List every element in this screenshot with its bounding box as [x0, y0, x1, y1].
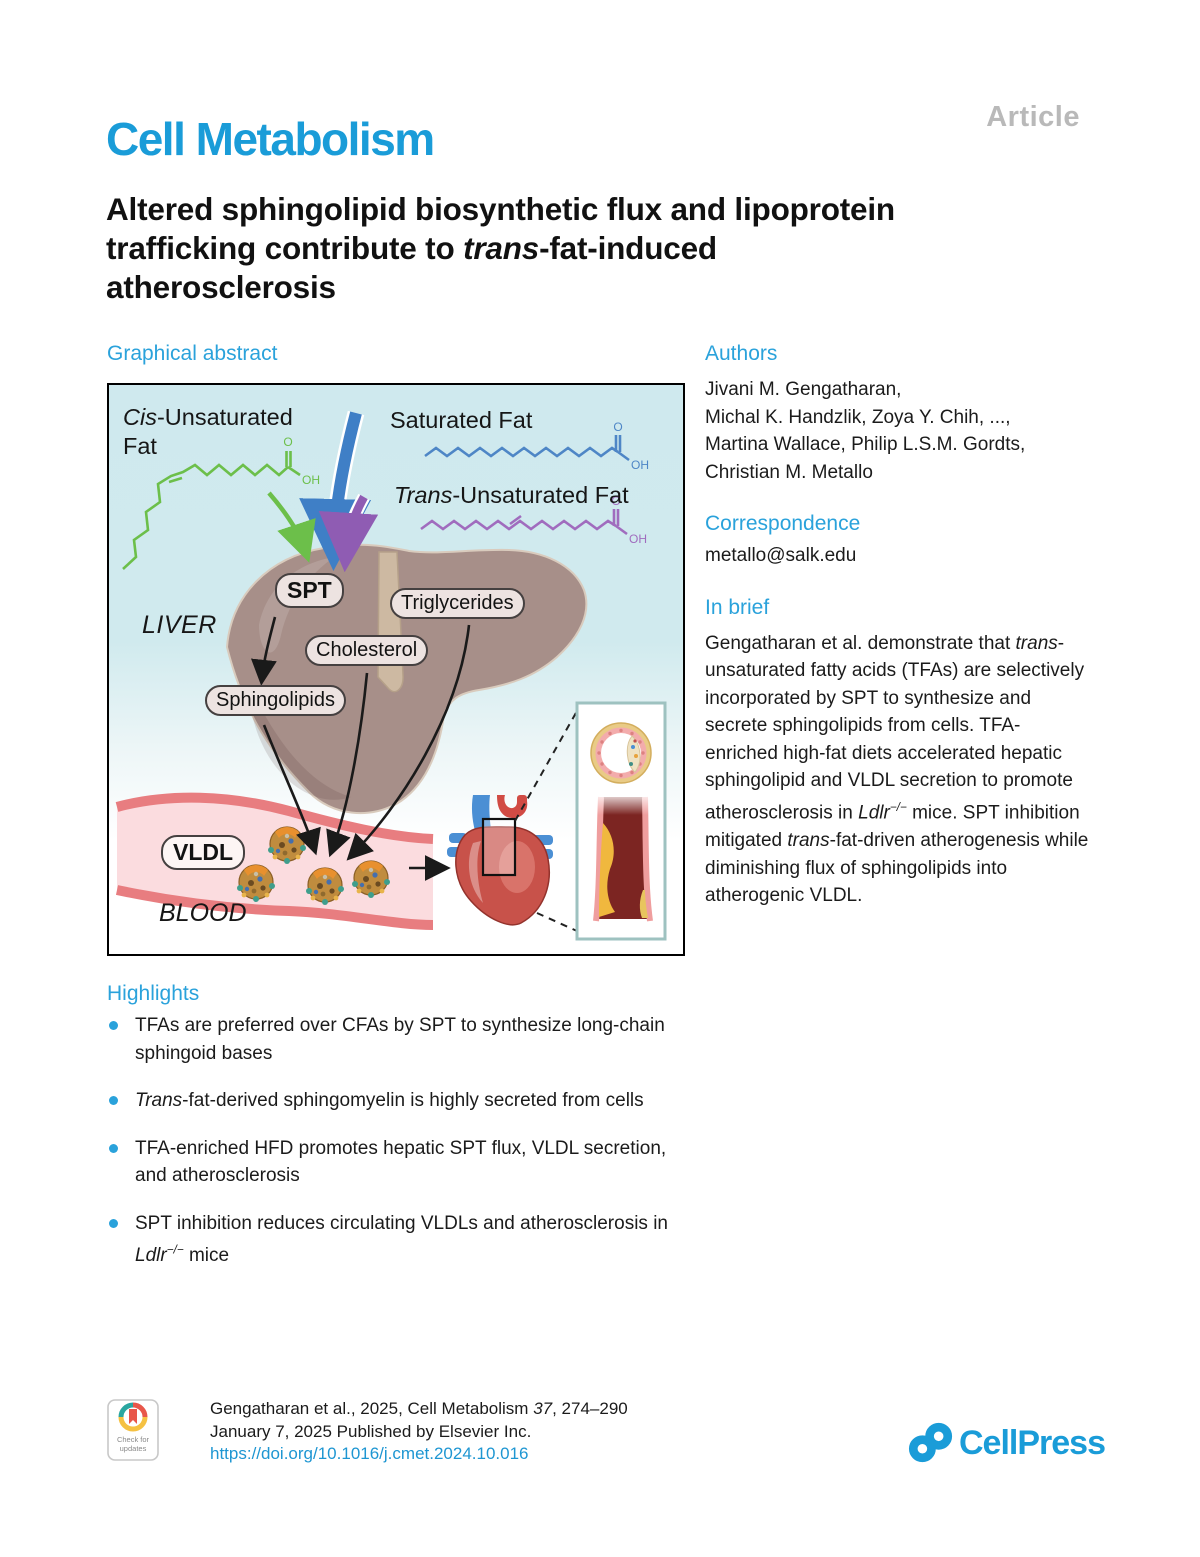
blood-vessel-illustration	[115, 792, 434, 930]
check-for-updates-badge[interactable]: Check for updates	[107, 1399, 159, 1466]
graphical-abstract-figure: O OH O OH O OH	[107, 383, 685, 956]
graphical-abstract-heading: Graphical abstract	[107, 342, 278, 365]
article-type-label: Article	[986, 101, 1080, 133]
inset-connector-lines	[514, 710, 578, 932]
highlight-text: Trans-fat-derived sphingomyelin is highl…	[135, 1090, 644, 1111]
carbonyl-o-label: O	[613, 420, 622, 434]
vldl-pill: VLDL	[161, 835, 246, 870]
journal-logo: Cell Metabolism	[106, 113, 435, 165]
blood-label: BLOOD	[159, 899, 247, 927]
highlight-text: TFAs are preferred over CFAs by SPT to s…	[135, 1015, 665, 1064]
highlights-heading: Highlights	[107, 982, 200, 1005]
liver-label: LIVER	[142, 611, 217, 639]
cellpress-logo: CellPress	[908, 1420, 1106, 1466]
bookmark-icon	[129, 1409, 137, 1424]
heart-zoom-rect	[481, 817, 517, 877]
citation-block: Gengatharan et al., 2025, Cell Metabolis…	[210, 1398, 628, 1466]
trans-fat-label: Trans-Unsaturated Fat	[394, 482, 629, 508]
highlight-item: TFA-enriched HFD promotes hepatic SPT fl…	[107, 1135, 685, 1190]
correspondence-email: metallo@salk.edu	[705, 545, 857, 566]
carbonyl-o-label: O	[611, 494, 620, 508]
hydroxyl-label: OH	[629, 532, 647, 546]
citation-line1: Gengatharan et al., 2025, Cell Metabolis…	[210, 1399, 628, 1418]
author-line: Michal K. Handzlik, Zoya Y. Chih, ...,	[705, 406, 1011, 428]
bullet-icon	[109, 1218, 118, 1228]
vessel-longitudinal-icon	[592, 791, 653, 922]
spt-to-sphingolipids-arrow	[250, 616, 277, 686]
cholesterol-pill: Cholesterol	[305, 635, 429, 666]
highlight-text: SPT inhibition reduces circulating VLDLs…	[135, 1212, 668, 1267]
highlight-item: Trans-fat-derived sphingomyelin is highl…	[107, 1087, 685, 1115]
paper-title: Altered sphingolipid biosynthetic flux a…	[106, 190, 1106, 307]
bullet-icon	[109, 1096, 118, 1105]
highlights-list: TFAs are preferred over CFAs by SPT to s…	[107, 1012, 685, 1290]
badge-text-line2: updates	[120, 1444, 147, 1453]
badge-text-line1: Check for	[117, 1435, 150, 1444]
saturated-fat-label: Saturated Fat	[390, 407, 533, 433]
hydroxyl-label: OH	[302, 473, 320, 487]
paper-title-line: trafficking contribute to trans-fat-indu…	[106, 230, 717, 266]
doi-link[interactable]: https://doi.org/10.1016/j.cmet.2024.10.0…	[210, 1444, 529, 1463]
carbonyl-o-label: O	[283, 435, 292, 449]
trans-fat-molecule: O OH	[420, 494, 647, 546]
highlight-item: SPT inhibition reduces circulating VLDLs…	[107, 1210, 685, 1270]
sphingolipids-pill: Sphingolipids	[205, 685, 346, 716]
correspondence-heading: Correspondence	[705, 512, 861, 535]
highlight-item: TFAs are preferred over CFAs by SPT to s…	[107, 1012, 685, 1067]
bullet-icon	[109, 1021, 118, 1030]
trans-fat-arrow	[318, 494, 379, 573]
hydroxyl-label: OH	[631, 458, 649, 472]
cis-fat-molecule: O OH	[122, 435, 320, 570]
author-line: Martina Wallace, Philip L.S.M. Gordts,	[705, 434, 1026, 455]
citation-line2: January 7, 2025 Published by Elsevier In…	[210, 1421, 532, 1441]
atherosclerosis-inset	[575, 701, 667, 941]
author-line: Christian M. Metallo	[705, 461, 873, 483]
paper-title-line: Altered sphingolipid biosynthetic flux a…	[106, 191, 895, 227]
author-list: Jivani M. Gengatharan, Michal K. Handzli…	[705, 376, 1025, 486]
bullet-icon	[109, 1143, 118, 1153]
author-line: Jivani M. Gengatharan,	[705, 379, 902, 400]
spt-pill: SPT	[275, 573, 344, 608]
vessel-cross-section-icon	[590, 722, 652, 784]
heart-illustration	[447, 795, 553, 926]
in-brief-text: Gengatharan et al. demonstrate that tran…	[705, 633, 1089, 906]
highlight-text: TFA-enriched HFD promotes hepatic SPT fl…	[135, 1137, 667, 1187]
cis-fat-label: Cis-Unsaturated Fat	[123, 404, 293, 459]
cellpress-logo-icon	[908, 1422, 953, 1463]
paper-title-line: atherosclerosis	[106, 269, 336, 305]
in-brief-heading: In brief	[705, 596, 770, 619]
triglycerides-pill: Triglycerides	[390, 588, 525, 619]
cellpress-logo-text: CellPress	[959, 1423, 1106, 1462]
cis-fat-arrow	[267, 491, 316, 563]
fat-input-arrows	[267, 410, 379, 573]
flux-arrows	[250, 616, 471, 881]
saturated-fat-molecule: O OH	[424, 420, 649, 472]
authors-heading: Authors	[705, 342, 778, 365]
